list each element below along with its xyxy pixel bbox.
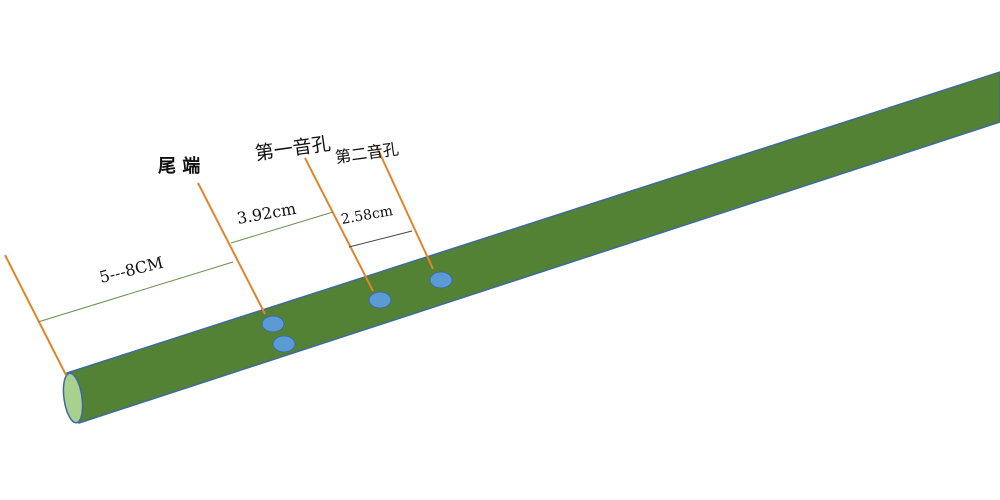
dim-label-tail-to-first: 3.92cm <box>235 199 297 228</box>
leader-tail <box>197 182 266 315</box>
dim-line-end-to-tail <box>37 261 234 323</box>
leader-first-hole <box>304 157 374 292</box>
tail-hole-upper <box>261 315 285 333</box>
second-finger-hole <box>429 271 453 289</box>
dim-label-first-to-second: 2.58cm <box>340 203 394 228</box>
flute-tube <box>66 71 1000 424</box>
dim-line-first-to-second <box>348 230 413 248</box>
first-finger-hole <box>368 291 392 309</box>
first-hole-label: 第一音孔 <box>254 133 332 165</box>
leader-second-hole <box>375 144 434 270</box>
dim-line-tail-to-first <box>230 211 334 244</box>
tail-label: 尾 端 <box>158 156 200 177</box>
second-hole-label: 第二音孔 <box>334 139 400 167</box>
dim-label-end-to-tail: 5---8CM <box>97 253 165 287</box>
leader-end <box>4 254 67 376</box>
tube-end-cap <box>62 372 84 424</box>
tail-hole-lower <box>272 335 296 353</box>
